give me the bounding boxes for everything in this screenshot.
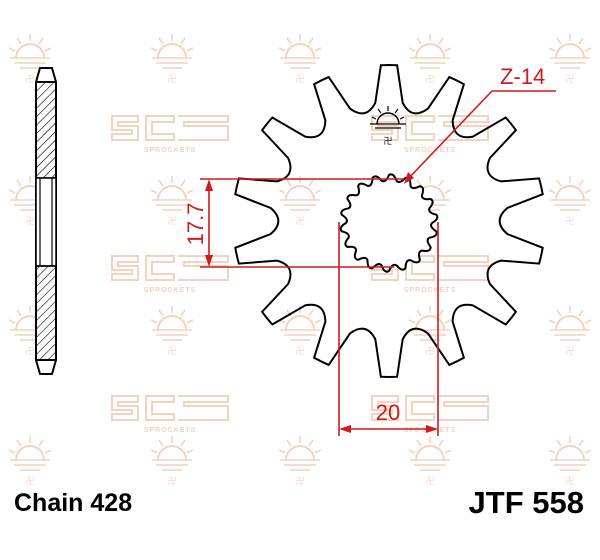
watermark-sun-icon (278, 435, 322, 487)
watermark-brand-text: SPROCKETS (404, 287, 457, 294)
watermark-sun-icon (278, 175, 322, 227)
sun-logo-icon: 卍 (370, 106, 406, 146)
chain-size-label: Chain 428 (14, 489, 132, 517)
watermark-sun-icon (150, 305, 194, 357)
watermark-brand-text: SPROCKETS (144, 427, 197, 434)
watermark-sun-icon (278, 305, 322, 357)
watermark-sun-icon (548, 33, 592, 85)
width-label: 20 (376, 400, 400, 425)
svg-text:卍: 卍 (383, 136, 392, 146)
watermark-brand-text: SPROCKETS (144, 147, 197, 154)
watermark-sun-icon (8, 435, 52, 487)
splined-bore (339, 173, 439, 273)
watermark-sun-icon (548, 435, 592, 487)
watermark-logo-icon (111, 395, 229, 421)
watermark-logo-icon (111, 115, 229, 141)
watermark-sun-icon (408, 435, 452, 487)
sprocket-side-view (35, 67, 57, 375)
watermark-sun-icon (150, 33, 194, 85)
watermark-sun-icon (408, 33, 452, 85)
watermark-brand-text: SPROCKETS (404, 147, 457, 154)
watermark-sun-icon (548, 305, 592, 357)
teeth-count-label: Z-14 (500, 64, 545, 89)
teeth-count-leader (404, 90, 556, 184)
bore-height-label: 17.7 (183, 203, 208, 246)
width-dimension (338, 222, 439, 436)
watermark-sun-icon (408, 305, 452, 357)
sprocket-outline (234, 63, 544, 379)
watermark-sun-icon (278, 33, 322, 85)
bore-height-dimension (200, 178, 404, 268)
watermark-brand-text: SPROCKETS (144, 287, 197, 294)
watermark-sun-icon (150, 435, 194, 487)
watermark-sun-icon (548, 175, 592, 227)
part-number-label: JTF 558 (469, 485, 584, 520)
